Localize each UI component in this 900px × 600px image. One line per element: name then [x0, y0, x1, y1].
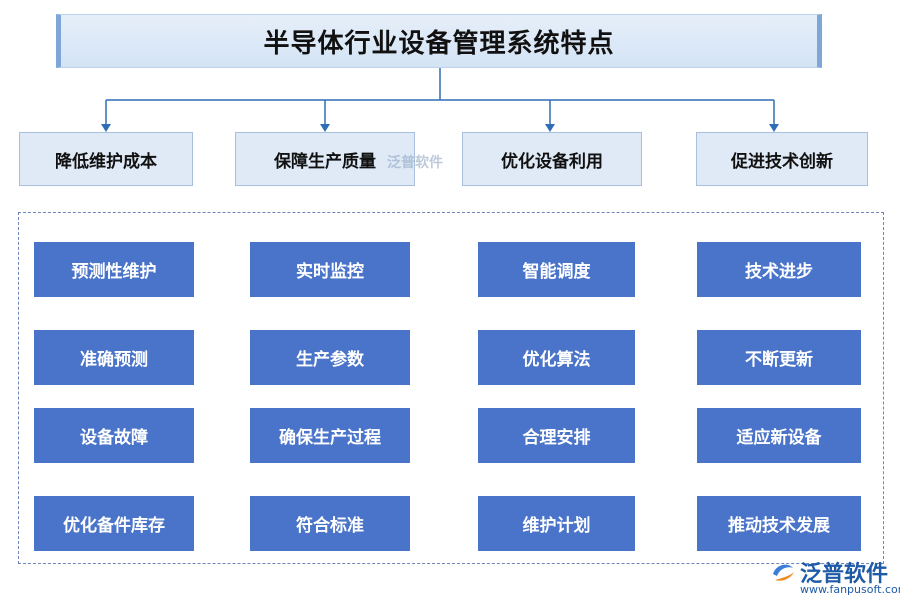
category-label: 降低维护成本 [55, 151, 157, 172]
category-box-1: 降低维护成本 [19, 132, 193, 186]
feature-box: 确保生产过程 [250, 408, 410, 463]
feature-box: 技术进步 [697, 242, 861, 297]
category-label: 优化设备利用 [501, 151, 603, 172]
diagram-title-box: 半导体行业设备管理系统特点 [56, 14, 822, 68]
connector-lines [101, 68, 779, 132]
watermark-brand: 泛普软件 [800, 562, 889, 587]
category-box-4: 促进技术创新 [696, 132, 868, 186]
feature-label: 符合标准 [296, 516, 364, 536]
feature-label: 维护计划 [522, 516, 591, 536]
feature-label: 确保生产过程 [279, 428, 381, 448]
feature-label: 实时监控 [296, 262, 364, 282]
feature-label: 不断更新 [745, 350, 813, 370]
feature-label: 设备故障 [80, 428, 148, 448]
feature-label: 合理安排 [522, 428, 591, 448]
feature-box: 符合标准 [250, 496, 410, 551]
feature-box: 优化备件库存 [34, 496, 194, 551]
brand-logo-icon [773, 564, 794, 581]
feature-label: 优化算法 [522, 350, 591, 370]
category-label: 保障生产质量 [274, 151, 376, 172]
watermark-logo: 泛普软件 [770, 556, 888, 588]
feature-box: 合理安排 [478, 408, 635, 463]
features-panel [18, 212, 884, 564]
feature-box: 优化算法 [478, 330, 635, 385]
feature-label: 优化备件库存 [63, 516, 165, 536]
feature-label: 技术进步 [745, 262, 813, 282]
connector-branch-2 [320, 100, 330, 132]
feature-label: 生产参数 [296, 350, 364, 370]
feature-box: 维护计划 [478, 496, 635, 551]
feature-box: 适应新设备 [697, 408, 861, 463]
connector-branch-3 [545, 100, 555, 132]
feature-box: 生产参数 [250, 330, 410, 385]
feature-label: 准确预测 [80, 350, 148, 370]
feature-label: 推动技术发展 [728, 516, 830, 536]
feature-box: 智能调度 [478, 242, 635, 297]
feature-box: 预测性维护 [34, 242, 194, 297]
feature-label: 预测性维护 [71, 262, 157, 282]
category-box-3: 优化设备利用 [462, 132, 642, 186]
feature-label: 适应新设备 [736, 428, 822, 448]
diagram-title: 半导体行业设备管理系统特点 [263, 28, 615, 59]
connector-branch-1 [101, 100, 111, 132]
feature-box: 实时监控 [250, 242, 410, 297]
feature-box: 推动技术发展 [697, 496, 861, 551]
watermark-small-brand: 泛普软件 [387, 155, 443, 171]
category-box-2: 保障生产质量 [235, 132, 415, 186]
connector-branch-4 [769, 100, 779, 132]
feature-box: 准确预测 [34, 330, 194, 385]
watermark-url: www.fanpusoft.com [800, 583, 900, 596]
feature-label: 智能调度 [522, 262, 591, 282]
feature-box: 不断更新 [697, 330, 861, 385]
category-label: 促进技术创新 [731, 151, 833, 172]
watermark-small: 泛普软件 [365, 152, 443, 172]
feature-box: 设备故障 [34, 408, 194, 463]
